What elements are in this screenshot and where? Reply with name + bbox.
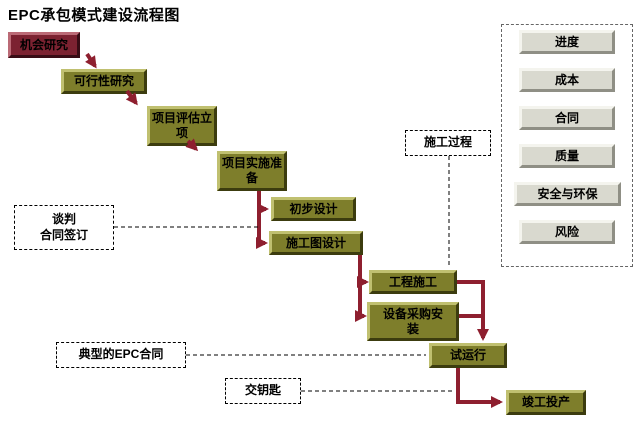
panel-item-safety-environment: 安全与环保 — [514, 182, 621, 206]
management-panel: 进度 成本 合同 质量 安全与环保 风险 — [501, 24, 633, 267]
panel-item-progress: 进度 — [519, 30, 615, 54]
flow-step-project-evaluation: 项目评估立 项 — [147, 106, 217, 146]
panel-item-cost: 成本 — [519, 68, 615, 92]
arrow-preparation-to-drawing-design — [256, 209, 268, 249]
flow-step-trial-run: 试运行 — [429, 343, 507, 368]
flow-step-implementation-preparation: 项目实施准 备 — [217, 151, 287, 191]
annotation-turnkey: 交钥匙 — [225, 378, 301, 404]
panel-item-quality: 质量 — [519, 144, 615, 168]
page-title: EPC承包模式建设流程图 — [8, 7, 180, 24]
annotation-typical-epc-contract: 典型的EPC合同 — [56, 342, 186, 368]
flow-step-feasibility-study: 可行性研究 — [61, 69, 147, 94]
panel-item-risk: 风险 — [519, 220, 615, 244]
annotation-negotiation: 谈判 合同签订 — [14, 205, 114, 250]
flow-step-preliminary-design: 初步设计 — [271, 197, 356, 221]
arrow-opportunity-to-feasibility — [85, 52, 97, 69]
arrow-construction-to-trial-run — [457, 280, 489, 341]
flow-step-construction-drawing-design: 施工图设计 — [269, 231, 363, 255]
arrow-preparation-to-preliminary-design — [257, 191, 269, 215]
arrow-design-to-equipment — [355, 282, 367, 322]
arrow-design-to-construction — [357, 255, 369, 288]
annotation-construction-process: 施工过程 — [405, 130, 491, 156]
panel-item-contract: 合同 — [519, 106, 615, 130]
arrow-trial-run-to-completion — [456, 368, 503, 408]
flow-step-opportunity-study: 机会研究 — [8, 32, 80, 58]
flow-step-equipment-procurement-installation: 设备采购安 装 — [367, 302, 459, 341]
flow-step-construction: 工程施工 — [369, 270, 457, 294]
flow-step-completion-production: 竣工投产 — [506, 390, 586, 415]
